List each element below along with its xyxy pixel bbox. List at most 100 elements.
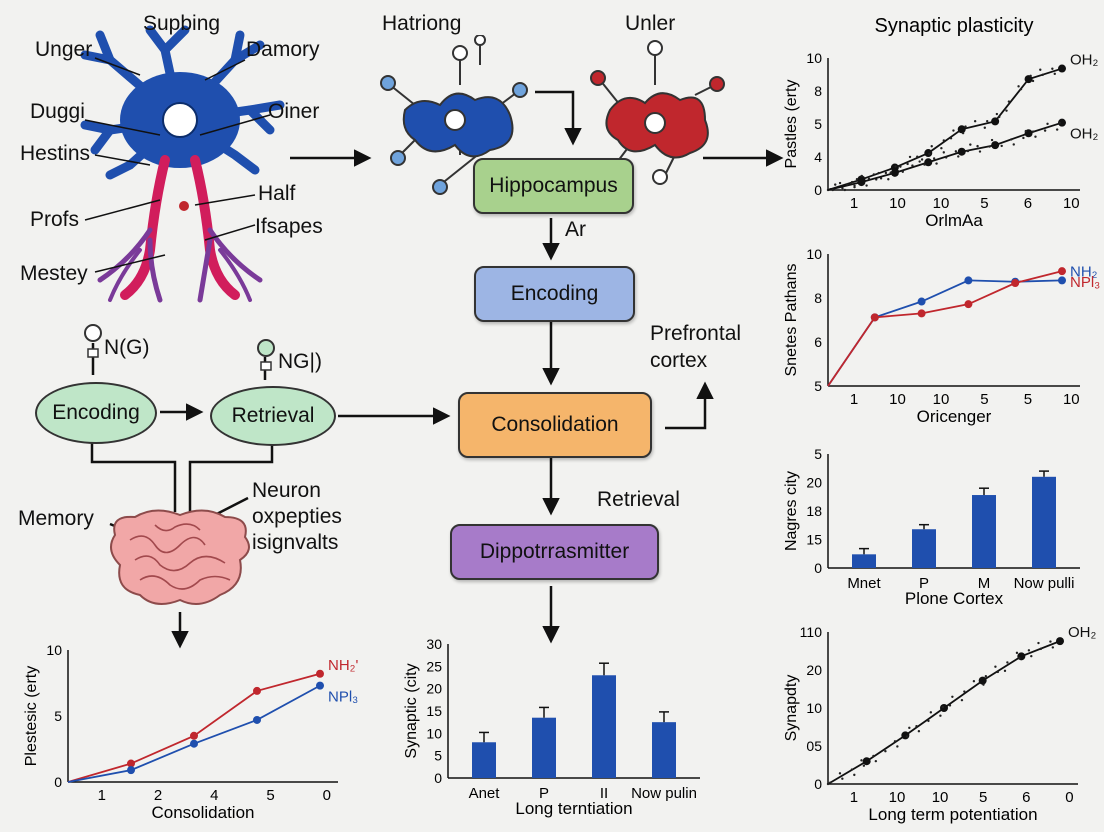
series-legend-label: NH₂' [328, 657, 358, 674]
scatter-dot [983, 126, 987, 129]
x-tick-label: Anet [469, 785, 501, 802]
y-tick-label: 05 [806, 738, 822, 754]
scatter-dot [998, 115, 1001, 119]
y-tick-label: 15 [426, 703, 442, 719]
y-tick-label: 25 [426, 658, 442, 674]
y-axis-label: Synapdty [783, 675, 800, 742]
data-point [862, 757, 871, 766]
data-point [924, 158, 933, 167]
scatter-dot [908, 726, 911, 730]
scatter-dot [846, 183, 849, 186]
scatter-dot [952, 129, 955, 132]
neuron-pointer-lines [84, 57, 271, 273]
series-legend-label: OH₂ [1068, 624, 1097, 641]
x-tick-label: 5 [1024, 391, 1032, 408]
neuron-label-half: Half [258, 182, 296, 205]
scatter-dot [831, 188, 835, 192]
scatter-dot [901, 170, 904, 173]
y-tick-label: 6 [814, 334, 822, 350]
neuron-nucleus [162, 102, 198, 138]
encoding-box[interactable]: Encoding [474, 266, 635, 322]
x-tick-label: Now pulli [1014, 575, 1075, 592]
scatter-dot [1007, 100, 1011, 103]
scatter-dot [942, 151, 945, 154]
y-tick-label: 5 [814, 116, 822, 132]
data-point [1011, 279, 1020, 288]
scatter-dot [957, 155, 960, 158]
scatter-dot [995, 112, 999, 116]
scatter-dot [1029, 74, 1032, 78]
neuron-label-supbing: Supbing [143, 12, 221, 35]
red-molecule [590, 40, 725, 185]
scatter-dot [1043, 129, 1047, 132]
scatter-dot [896, 745, 899, 748]
scatter-dot [990, 138, 994, 142]
scatter-dot [996, 670, 1000, 674]
y-axis-label: Plestesic (erty [23, 666, 40, 766]
neuron-label-profs: Profs [30, 208, 80, 231]
y-tick-label: 110 [800, 624, 823, 640]
x-tick-label: 2 [154, 787, 162, 804]
dippotrasmitter-box[interactable]: Dippotrrasmitter [450, 524, 659, 580]
scatter-dot [961, 131, 965, 135]
data-point [870, 313, 879, 322]
scatter-dot [905, 735, 909, 738]
scatter-dot [986, 119, 989, 123]
scatter-dot [838, 772, 842, 775]
scatter-dot [928, 152, 931, 156]
neuron-label-oiner: Oiner [268, 100, 320, 123]
scatter-dot [872, 173, 876, 176]
x-tick-label: 10 [933, 195, 950, 212]
y-tick-label: 0 [814, 182, 822, 198]
x-tick-label: M [978, 575, 991, 592]
bar [472, 742, 496, 778]
scatter-dot [954, 150, 958, 153]
x-tick-label: 1 [850, 391, 858, 408]
y-tick-label: 0 [814, 776, 822, 792]
series-line [827, 270, 1063, 387]
x-tick-label: 5 [980, 195, 988, 212]
x-tick-label: 0 [323, 787, 331, 804]
ng-label-right: NG|) [278, 350, 322, 373]
scatter-dot [1030, 654, 1033, 658]
x-axis-label: Consolidation [151, 803, 254, 822]
scatter-dot [843, 188, 847, 192]
bar [592, 675, 616, 778]
scatter-dot [951, 695, 954, 698]
scatter-dot [1039, 68, 1042, 71]
data-point [1058, 267, 1066, 276]
scatter-dot [976, 144, 979, 148]
scatter-dot [1019, 87, 1023, 91]
scatter-dot [853, 773, 856, 777]
neuron-label-damory: Damory [246, 38, 320, 61]
bar [912, 529, 936, 568]
y-tick-label: 5 [814, 378, 822, 394]
bar [852, 554, 876, 568]
retrieval-ellipse[interactable]: Retrieval [210, 386, 336, 446]
scatter-dot [860, 759, 863, 762]
scatter-dot [935, 162, 938, 165]
scatter-dot [945, 156, 948, 159]
hippocampus-box[interactable]: Hippocampus [473, 158, 634, 214]
y-tick-label: 5 [54, 708, 62, 724]
data-point [991, 117, 1000, 126]
encoding-ellipse[interactable]: Encoding [35, 382, 157, 444]
consolidation-box[interactable]: Consolidation [458, 392, 652, 458]
scatter-dot [1003, 669, 1007, 673]
y-tick-label: 20 [806, 475, 822, 491]
neuron-axon-terminals [97, 155, 263, 303]
bar [972, 495, 996, 568]
x-tick-label: 1 [850, 789, 858, 806]
brain-icon [110, 509, 250, 605]
y-tick-label: 5 [434, 748, 442, 764]
neuron-illustration [80, 25, 285, 303]
bar [1032, 476, 1056, 568]
neuron-properties-label: Neuron oxpepties isignvalts [252, 479, 342, 554]
x-tick-label: 0 [1065, 789, 1073, 806]
data-point [1058, 64, 1066, 73]
scatter-dot [884, 171, 888, 175]
y-tick-label: 10 [46, 642, 62, 658]
scatter-dot [930, 145, 933, 148]
